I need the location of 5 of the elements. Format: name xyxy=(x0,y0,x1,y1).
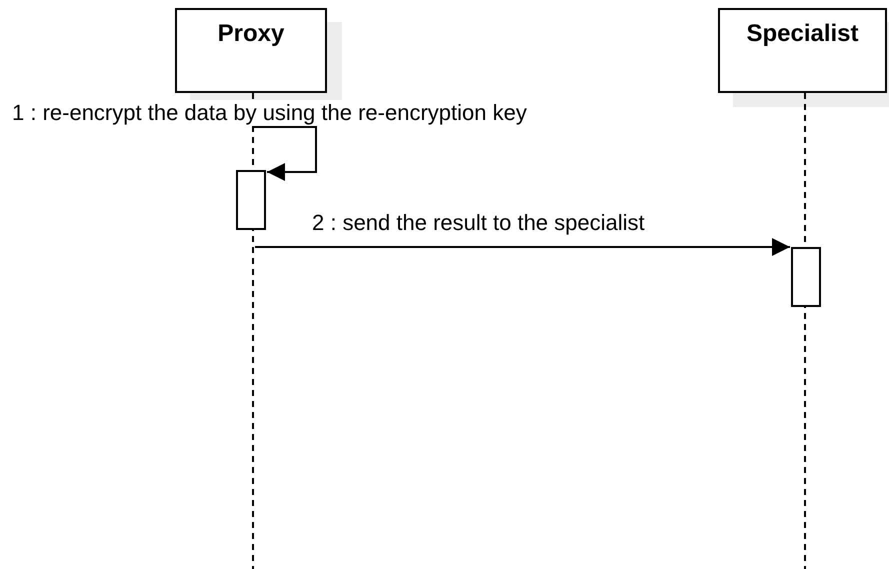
message-arrow xyxy=(255,238,790,256)
participant-name: Proxy xyxy=(216,20,286,48)
self-message-arrow xyxy=(254,126,317,181)
participant-name: Specialist xyxy=(745,20,860,48)
activation-bar xyxy=(791,247,821,307)
